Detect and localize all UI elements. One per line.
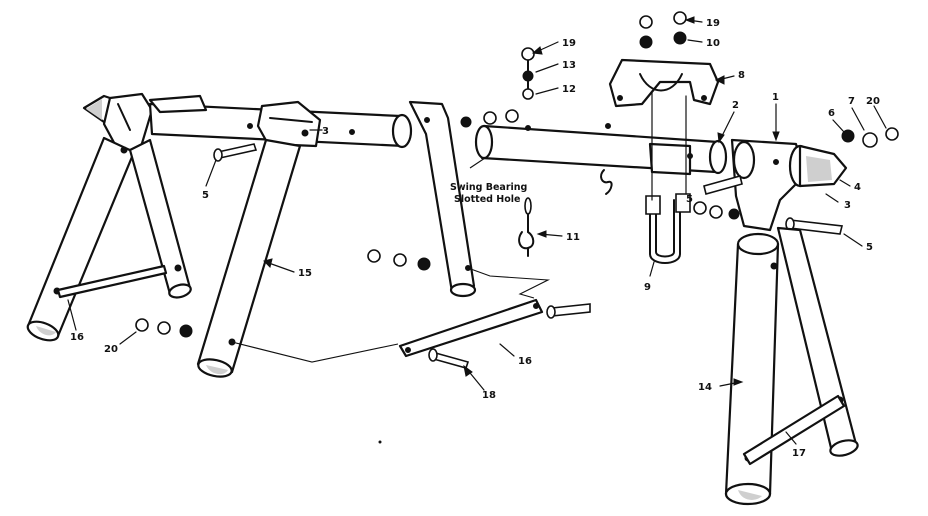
callout-12: 12 bbox=[562, 84, 576, 95]
callout-2: 2 bbox=[732, 100, 739, 111]
top-bracket-8 bbox=[608, 58, 720, 108]
callout-17: 17 bbox=[792, 448, 806, 459]
center-top-bracket bbox=[256, 100, 322, 148]
bolt-18 bbox=[428, 348, 470, 369]
slotted-hole-label: Slotted Hole bbox=[454, 194, 520, 205]
right-leg-14 bbox=[724, 232, 780, 506]
callout-5-left: 5 bbox=[202, 190, 209, 201]
u-bolt-9 bbox=[645, 193, 691, 264]
center-leg-15 bbox=[196, 138, 302, 378]
right-top-beam bbox=[474, 123, 728, 176]
left-leg-front bbox=[26, 136, 136, 342]
leader-lines bbox=[67, 16, 887, 445]
right-nut-stack bbox=[841, 127, 899, 148]
callout-11: 11 bbox=[566, 232, 580, 243]
left-nut-stack bbox=[135, 318, 193, 338]
alignment-line-left bbox=[231, 341, 399, 363]
callout-3-left-beam: 3 bbox=[322, 126, 329, 137]
alignment-line-center bbox=[467, 267, 551, 299]
callout-10: 10 bbox=[706, 38, 720, 49]
callout-13: 13 bbox=[562, 60, 576, 71]
speck bbox=[378, 440, 382, 444]
right-brace-17 bbox=[742, 394, 846, 466]
left-leg-back bbox=[128, 138, 192, 299]
left-brace-bar bbox=[56, 264, 168, 299]
callout-5-right-upper: 5 bbox=[686, 194, 693, 205]
callout-16-left: 16 bbox=[70, 332, 84, 343]
center-brace-bar bbox=[398, 298, 544, 358]
s-hook bbox=[600, 169, 613, 195]
callout-8: 8 bbox=[738, 70, 745, 81]
callout-1: 1 bbox=[772, 92, 779, 103]
center-nut-stack bbox=[367, 249, 431, 271]
right-end-cap bbox=[788, 144, 848, 188]
callout-3: 3 bbox=[844, 200, 851, 211]
callout-5-right-lower: 5 bbox=[866, 242, 873, 253]
swing-hanger-11 bbox=[518, 47, 535, 257]
right-t-joint bbox=[730, 138, 806, 232]
callout-19-left: 19 bbox=[562, 38, 576, 49]
callout-20-right: 20 bbox=[866, 96, 880, 107]
callout-9: 9 bbox=[644, 282, 651, 293]
bolt-5-right-upper bbox=[703, 175, 743, 195]
right-back-leg bbox=[776, 226, 859, 457]
callout-6: 6 bbox=[828, 108, 835, 119]
callout-20-left: 20 bbox=[104, 344, 118, 355]
beam-joint-nuts bbox=[460, 109, 519, 128]
center-back-leg bbox=[408, 100, 477, 298]
callout-18: 18 bbox=[482, 390, 496, 401]
callout-16-center: 16 bbox=[518, 356, 532, 367]
callout-14: 14 bbox=[698, 382, 712, 393]
callout-15: 15 bbox=[298, 268, 312, 279]
right-small-nuts bbox=[693, 201, 740, 220]
callout-7: 7 bbox=[848, 96, 855, 107]
bolt-right-brace bbox=[546, 303, 591, 319]
top-nut-stack bbox=[639, 11, 687, 49]
swing-bearing-label: Swing Bearing bbox=[450, 182, 527, 193]
bolt-5-left bbox=[213, 143, 258, 162]
callout-4: 4 bbox=[854, 182, 861, 193]
callout-19-right: 19 bbox=[706, 18, 720, 29]
